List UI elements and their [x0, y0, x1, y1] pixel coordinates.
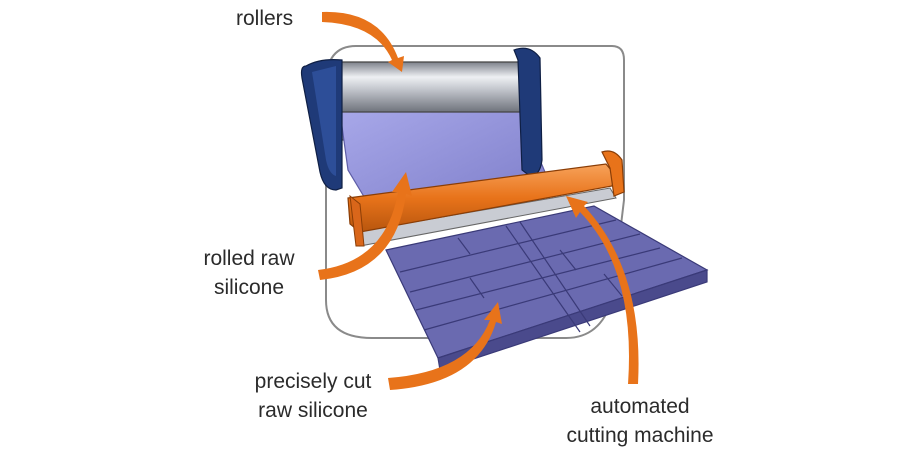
rollers-arrow: [322, 11, 404, 73]
rolled-line2: silicone: [213, 276, 285, 299]
cutting-machine-arrow: [566, 196, 639, 384]
rolled-line1: rolled raw: [203, 247, 295, 270]
rolled-raw-silicone-label: rolled raw silicone: [190, 244, 308, 302]
cut-tiles: [385, 205, 709, 371]
top-roller: [317, 61, 529, 113]
cut-silicone-arrow: [388, 302, 502, 390]
rollers-label: rollers: [236, 4, 293, 33]
rolled-silicone-arrow: [318, 172, 412, 280]
cutter-bar: [347, 150, 625, 247]
cutting-machine-label: automated cutting machine: [556, 392, 724, 450]
left-end-cap-face: [312, 66, 336, 176]
label-arrows: [318, 11, 639, 390]
precisely-cut-label: precisely cut raw silicone: [240, 367, 386, 425]
machine-line1: automated: [590, 395, 690, 418]
cut-line2: raw silicone: [258, 399, 368, 422]
machine-line2: cutting machine: [566, 424, 714, 447]
rollers-text: rollers: [236, 7, 294, 30]
cut-line1: precisely cut: [254, 370, 372, 393]
